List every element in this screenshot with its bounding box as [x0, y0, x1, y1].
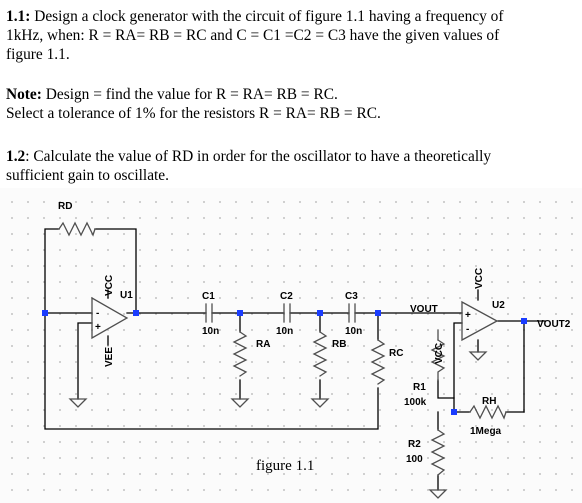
nodes: [42, 310, 527, 415]
label-ra: RA: [256, 339, 270, 350]
resistor-rd: [58, 221, 96, 237]
q2-line-1: 1.2: Calculate the value of RD in order …: [6, 148, 491, 166]
note-line-1: Note: Design = find the value for R = RA…: [6, 86, 338, 104]
wire-rc-feedback: [44, 312, 379, 430]
components: [58, 221, 507, 499]
label-c1-value: 10n: [202, 326, 219, 337]
resistor-ra: [232, 331, 248, 377]
capacitor-c2: [283, 303, 291, 323]
resistor-r1: [430, 339, 446, 381]
q1-line-3: figure 1.1.: [6, 46, 70, 63]
label-r2-value: 100: [406, 454, 423, 465]
label-c3: C3: [345, 291, 358, 302]
label-r1: R1: [413, 382, 426, 393]
ground-rb: [310, 398, 330, 408]
node-u1-minus: [42, 310, 48, 316]
q2-text-1: : Calculate the value of RD in order for…: [25, 148, 492, 165]
label-vout2: VOUT2: [537, 319, 571, 330]
resistor-rc: [370, 339, 386, 385]
label-u2-minus: -: [466, 324, 469, 335]
node-u2-minus: [451, 409, 457, 415]
ground-u1: [68, 398, 88, 408]
node-vout: [375, 310, 381, 316]
q1-number: 1.1:: [6, 8, 31, 25]
label-u2: U2: [492, 300, 505, 311]
label-rh: RH: [482, 396, 496, 407]
label-vcc1: VCC: [104, 275, 115, 296]
ground-ra: [230, 398, 250, 408]
figure-caption: figure 1.1: [256, 458, 314, 474]
wire-r1: [437, 379, 455, 413]
label-rb: RB: [332, 339, 346, 350]
label-c2-value: 10n: [276, 326, 293, 337]
label-u1-minus: -: [96, 308, 99, 319]
label-u2-plus: +: [465, 310, 471, 321]
note-label: Note:: [6, 86, 42, 103]
capacitor-c1: [205, 303, 213, 323]
schematic-area: [0, 188, 582, 503]
wire-u2-minus: [453, 322, 463, 399]
ground-r2: [428, 489, 448, 499]
opamp-u2: [461, 300, 499, 342]
resistor-rb: [312, 331, 328, 377]
label-u1: U1: [120, 290, 133, 301]
q1-line-2: 1kHz, when: R = RA= RB = RC and C = C1 =…: [6, 27, 500, 44]
label-vcc2: VCC: [474, 268, 485, 289]
ground-u2: [468, 351, 488, 361]
note-line-2: Select a tolerance of 1% for the resisto…: [6, 105, 381, 122]
wire-rd-right: [94, 228, 137, 314]
label-vout: VOUT: [410, 304, 438, 315]
q2-line-2: sufficient gain to oscillate.: [6, 167, 169, 184]
label-rc: RC: [389, 348, 403, 359]
node-ra: [237, 310, 243, 316]
label-c3-value: 10n: [345, 326, 362, 337]
opamp-u1: [91, 296, 129, 340]
q1-text-1: Design a clock generator with the circui…: [30, 8, 504, 25]
wire-rd-left: [44, 228, 60, 314]
wires: [44, 228, 546, 491]
label-c1: C1: [202, 291, 215, 302]
capacitor-c3: [348, 303, 356, 323]
label-vcc3: VCC: [434, 343, 445, 364]
q1-line-1: 1.1: Design a clock generator with the c…: [6, 8, 503, 26]
label-r2: R2: [408, 439, 421, 450]
label-c2: C2: [280, 291, 293, 302]
resistor-r2: [430, 429, 446, 476]
node-rb: [317, 310, 323, 316]
wire-u1-plus-gnd: [77, 322, 93, 400]
component-labels: RD U1 - + VCC VEE C1 10n C2 10n C3 10n R…: [58, 201, 571, 465]
label-u1-plus: +: [95, 322, 101, 333]
node-u2-out: [521, 318, 527, 324]
q2-number: 1.2: [6, 148, 26, 165]
node-u1-out: [133, 310, 139, 316]
label-vee: VEE: [104, 347, 115, 367]
resistor-rh: [469, 404, 507, 420]
note-text-1: Design = find the value for R = RA= RB =…: [41, 86, 338, 103]
label-rd: RD: [58, 201, 72, 212]
label-r1-value: 100k: [404, 397, 427, 408]
label-rh-value: 1Mega: [470, 426, 502, 437]
